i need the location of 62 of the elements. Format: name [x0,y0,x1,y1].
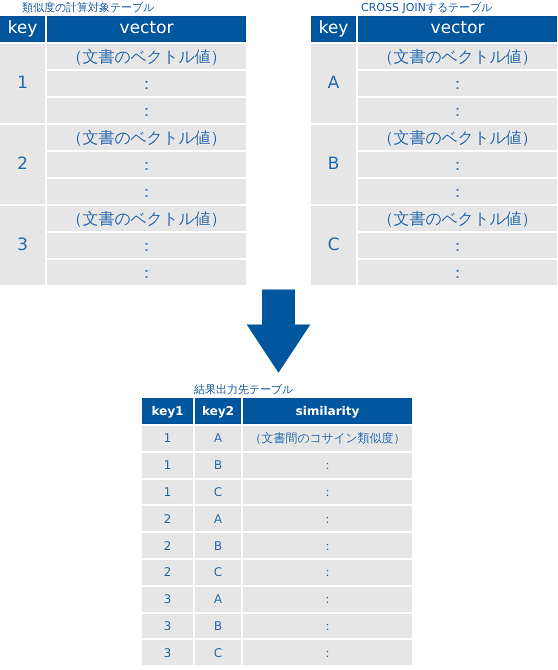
header-cell: key1 [142,398,193,424]
table-cell: B [195,452,241,478]
table-cell: C [311,206,356,285]
table-cell: ： [243,480,412,504]
table-cell: ： [358,71,557,96]
table-cell: ： [47,98,246,123]
table-cell: ： [358,152,557,177]
table-cell: ： [358,233,557,258]
table-cell: （文書のベクトル値） [358,125,557,150]
table-cell: ： [47,152,246,177]
table-cell: ： [243,533,412,558]
table-cell: ： [243,560,412,585]
table-cell: （文書のベクトル値） [358,44,557,69]
table-cell: ： [47,71,246,96]
table-cell: ： [47,179,246,204]
header-cell: key2 [195,398,241,424]
table-cell: 3 [142,640,193,666]
table-cell: A [195,586,241,612]
table-cell: C [195,640,241,666]
table-cell: （文書のベクトル値） [358,206,557,231]
table-cell: 2 [142,533,193,558]
table-cell: ： [243,586,412,612]
header-cell: similarity [243,398,412,424]
table-cell: C [195,560,241,585]
header-cell: key [0,16,45,42]
down-arrow [246,290,310,373]
table-cell: ： [47,233,246,258]
table-cell: 1 [142,452,193,478]
table-cell: B [195,614,241,638]
table-cell: 1 [142,480,193,504]
table-cell: 3 [142,586,193,612]
table-cell: 1 [0,44,45,123]
table-title: 類似度の計算対象テーブル [22,0,154,16]
table-cell: ： [243,452,412,478]
table-cell: C [195,480,241,504]
table-cell: 2 [142,560,193,585]
table-cell: 3 [142,614,193,638]
table-cell: ： [47,260,246,285]
table-cell: ： [243,506,412,532]
table-cell: ： [358,179,557,204]
table-title: 結果出力先テーブル [194,382,293,398]
table-cell: A [195,426,241,451]
header-cell: vector [358,16,557,42]
table-cell: （文書のベクトル値） [47,206,246,231]
table-cell: 2 [0,125,45,204]
table-cell: ： [358,98,557,123]
header-cell: key [311,16,356,42]
table-cell: （文書間のコサイン類似度） [243,426,412,451]
table-cell: 3 [0,206,45,285]
table-cell: B [311,125,356,204]
table-cell: （文書のベクトル値） [47,44,246,69]
table-cell: ： [358,260,557,285]
table-cell: ： [243,640,412,666]
table-cell: B [195,533,241,558]
table-cell: 1 [142,426,193,451]
table-cell: 2 [142,506,193,532]
table-title: CROSS JOINするテーブル [361,0,492,16]
header-cell: vector [47,16,246,42]
table-cell: （文書のベクトル値） [47,125,246,150]
table-cell: ： [243,614,412,638]
table-cell: A [311,44,356,123]
table-cell: A [195,506,241,532]
